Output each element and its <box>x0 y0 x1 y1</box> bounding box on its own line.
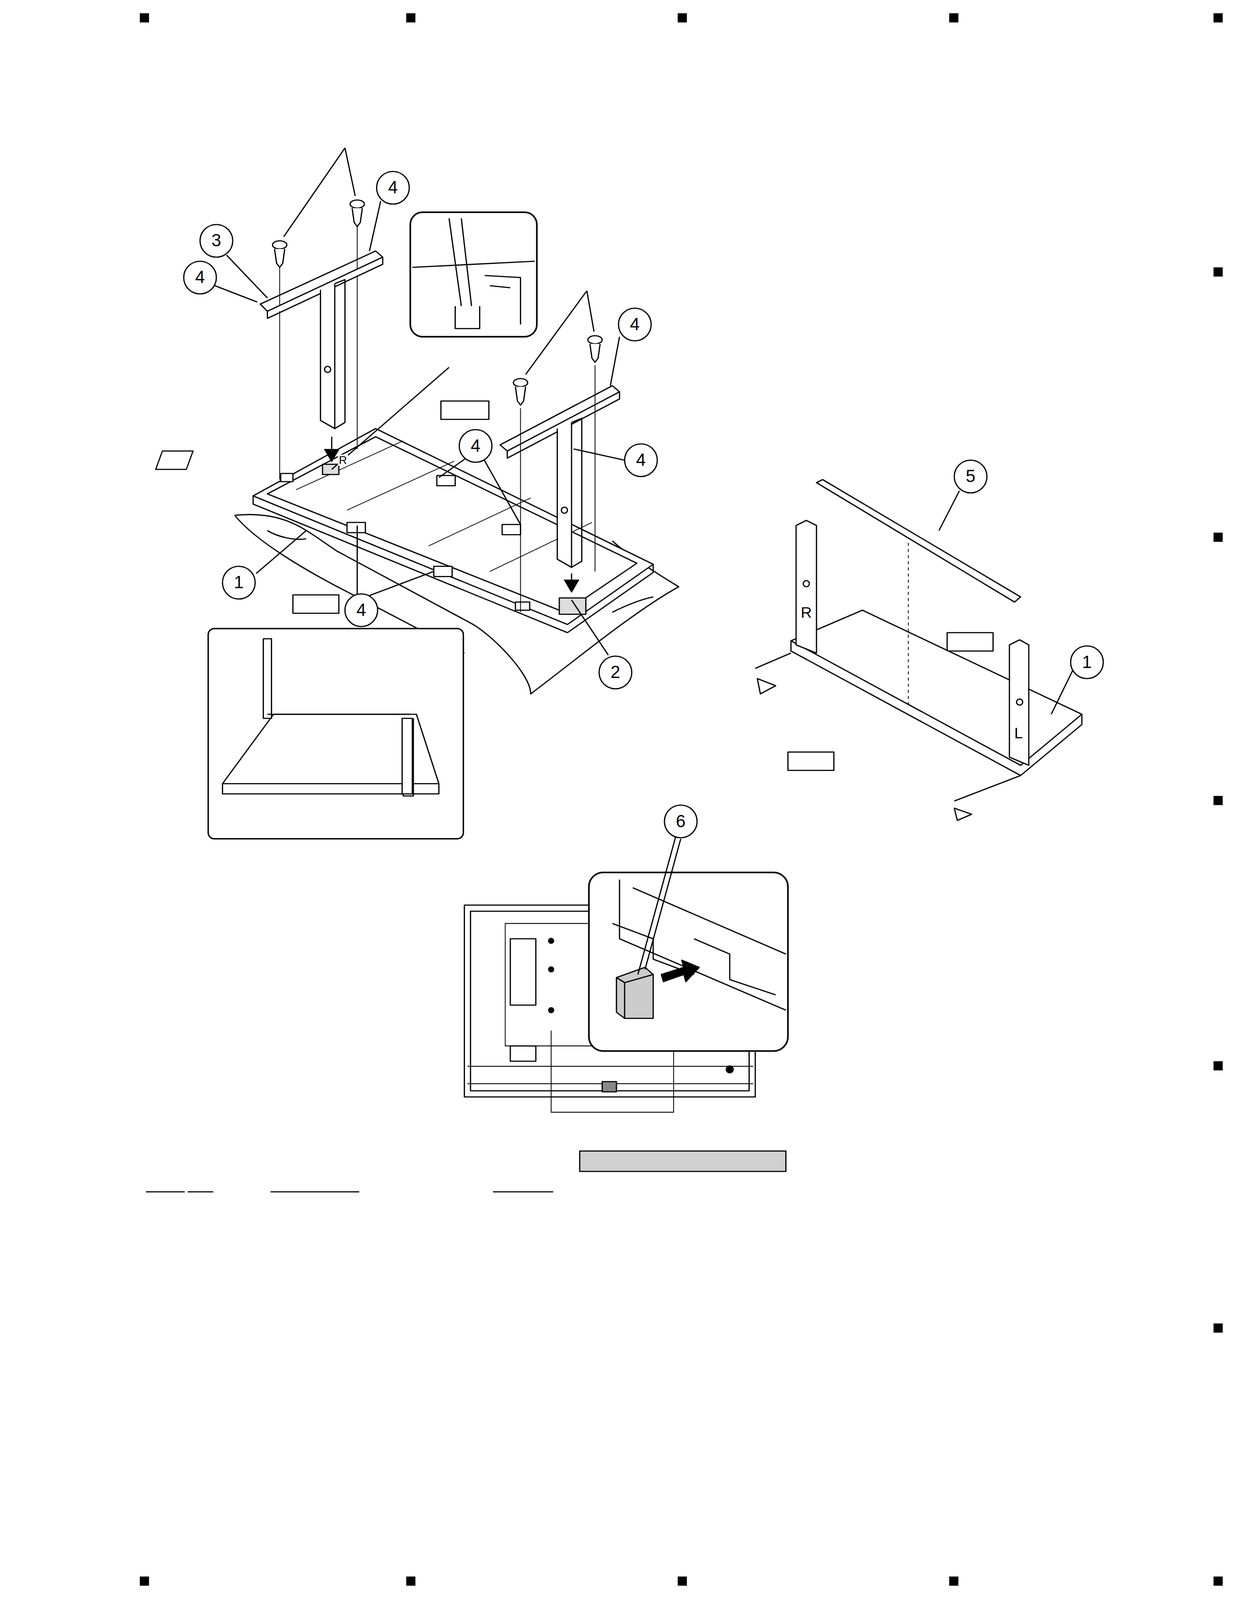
leader-lines <box>645 839 681 970</box>
bracket <box>954 775 1021 821</box>
leader-lines <box>331 367 450 470</box>
slot <box>559 598 587 615</box>
clips <box>280 473 530 611</box>
callout-number: 4 <box>388 179 398 197</box>
bar <box>816 479 1021 603</box>
callout-number: 1 <box>1082 653 1092 671</box>
callout-number: 4 <box>356 601 367 619</box>
side-mark: R <box>800 604 812 621</box>
detail-inset <box>410 212 538 338</box>
assembled-ridge <box>267 713 411 716</box>
callout-number: 4 <box>630 315 640 333</box>
leg-post-side <box>571 418 582 568</box>
insert-arrow <box>324 436 340 462</box>
callout-number: 3 <box>211 232 221 250</box>
slot <box>155 451 193 470</box>
base-ribs <box>296 440 593 572</box>
detail-lines <box>412 218 535 329</box>
side-mark: R <box>337 454 348 466</box>
bracket <box>755 653 792 695</box>
assembled-base <box>222 714 440 795</box>
footer-box <box>579 1151 787 1172</box>
insert-arrow <box>564 573 579 593</box>
leg-post-side <box>334 279 346 430</box>
assembly-lines <box>908 542 910 705</box>
detail-inset <box>588 872 788 1052</box>
screws <box>272 200 603 406</box>
block-6 <box>616 967 654 1019</box>
callout-number: 5 <box>965 468 976 486</box>
stand-post <box>1009 640 1029 766</box>
callout-number: 1 <box>234 574 244 592</box>
blank-rules <box>146 1191 554 1193</box>
assembled-inset <box>208 628 464 840</box>
callout-number: 4 <box>635 451 646 470</box>
base-tray <box>253 428 654 625</box>
callout-number: 2 <box>610 664 621 682</box>
stand-base <box>791 610 1082 766</box>
callout-number: 4 <box>470 437 481 455</box>
registration-marks <box>139 13 1223 1586</box>
assembly-lines <box>520 365 596 613</box>
stand-base-edge <box>791 640 1082 776</box>
callout-circles <box>183 171 1104 975</box>
stand-post <box>796 520 817 654</box>
leader-lines <box>283 147 595 375</box>
leg-post <box>320 283 336 430</box>
callout-number: 6 <box>675 812 686 831</box>
leg-post <box>557 422 573 568</box>
side-mark: L <box>1014 725 1023 741</box>
assembly-lines <box>279 216 358 480</box>
assembled-posts <box>263 639 414 797</box>
callout-number: 4 <box>195 268 205 287</box>
base-edge <box>253 496 654 634</box>
push-arrow <box>661 960 700 982</box>
